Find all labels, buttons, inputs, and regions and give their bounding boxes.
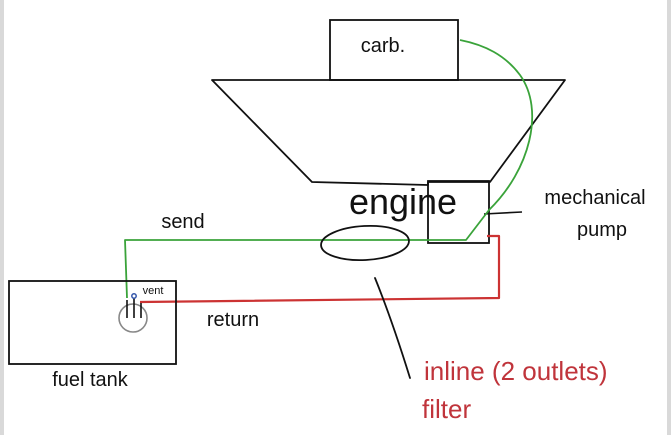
send-fuel-line xyxy=(124,39,534,299)
return-fuel-line xyxy=(139,234,501,304)
mechanical-pump-label-line2: pump xyxy=(577,219,627,241)
filter-label-line2: filter xyxy=(422,394,471,424)
left-border-strip xyxy=(0,0,4,435)
return-label: return xyxy=(207,309,259,331)
mechanical-pump-label-line1: mechanical xyxy=(544,187,645,209)
engine-label: engine xyxy=(349,181,457,222)
fuel-tank-label: fuel tank xyxy=(52,369,129,391)
vent-label: vent xyxy=(143,285,164,297)
right-border-strip xyxy=(667,0,671,435)
engine-body xyxy=(211,79,566,186)
pump-leader-line xyxy=(483,211,523,215)
carb-label: carb. xyxy=(361,35,405,57)
mechanical-pump-box xyxy=(427,180,490,244)
fuel-tank-box xyxy=(8,280,177,365)
filter-pointer-line xyxy=(374,277,411,379)
send-label: send xyxy=(161,211,204,233)
vent-marker xyxy=(131,293,137,299)
inline-filter xyxy=(320,224,410,262)
filter-label-line1: inline (2 outlets) xyxy=(424,356,608,386)
tank-outlet-circle xyxy=(118,303,148,333)
